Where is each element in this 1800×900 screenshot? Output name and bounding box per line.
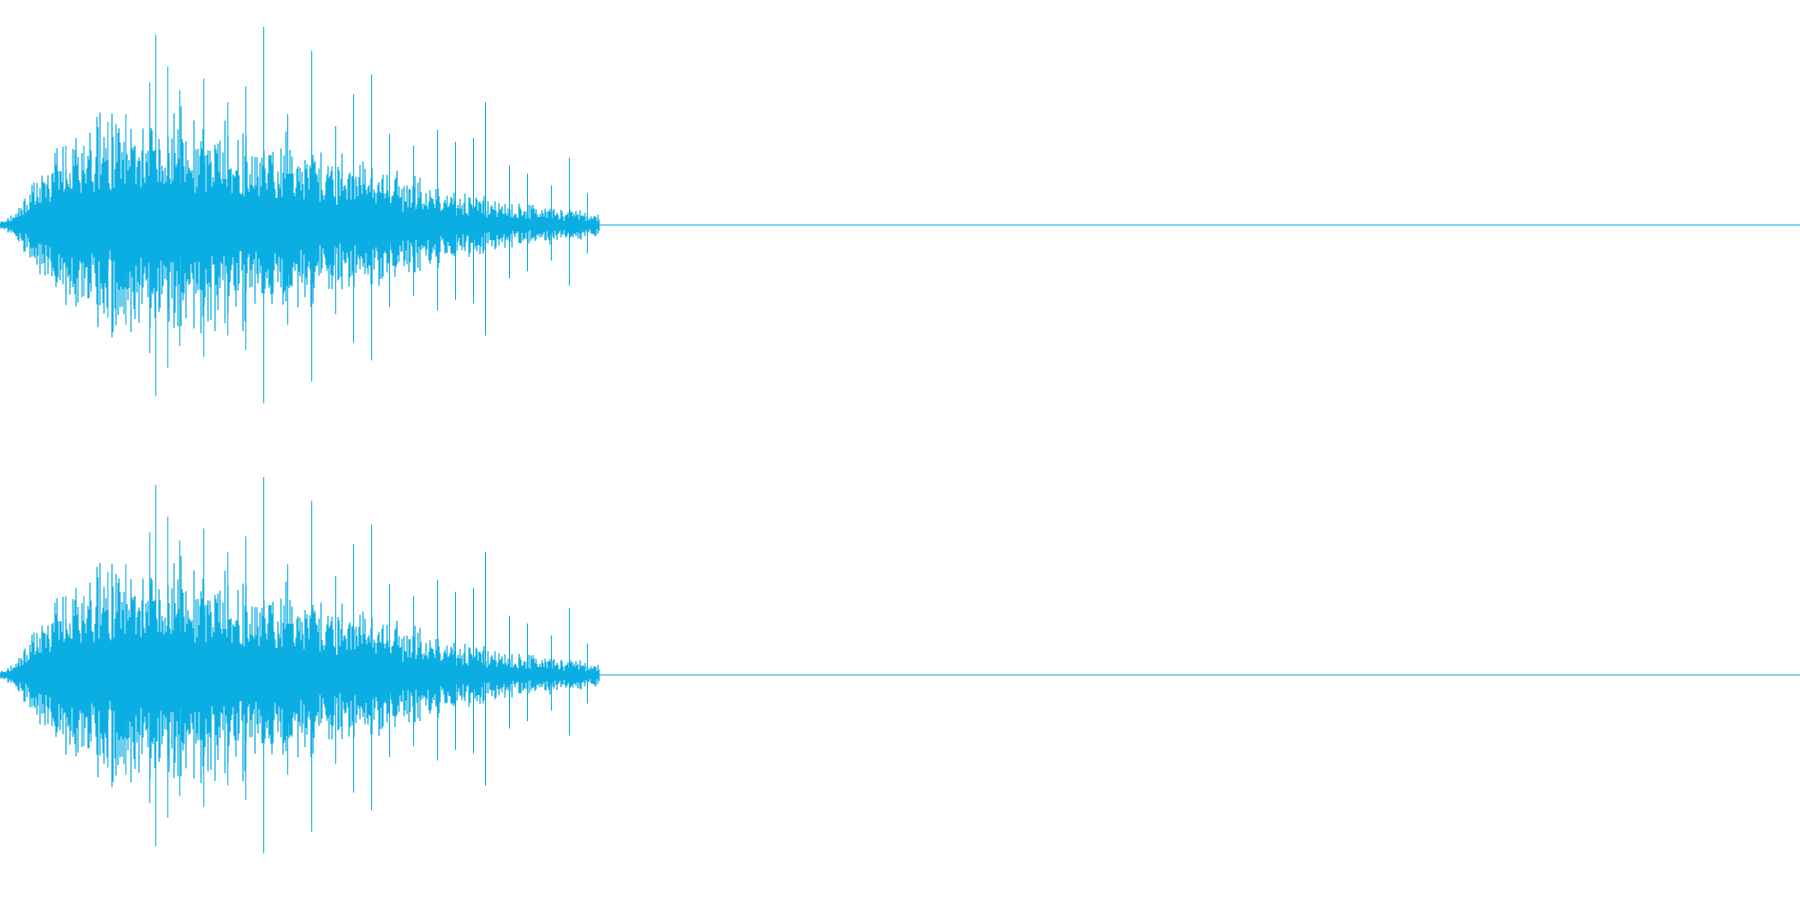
waveform-right — [0, 477, 1800, 854]
waveform-left — [0, 27, 1800, 404]
waveform-channel-right — [0, 450, 1800, 900]
waveform-channel-left — [0, 27, 1800, 404]
